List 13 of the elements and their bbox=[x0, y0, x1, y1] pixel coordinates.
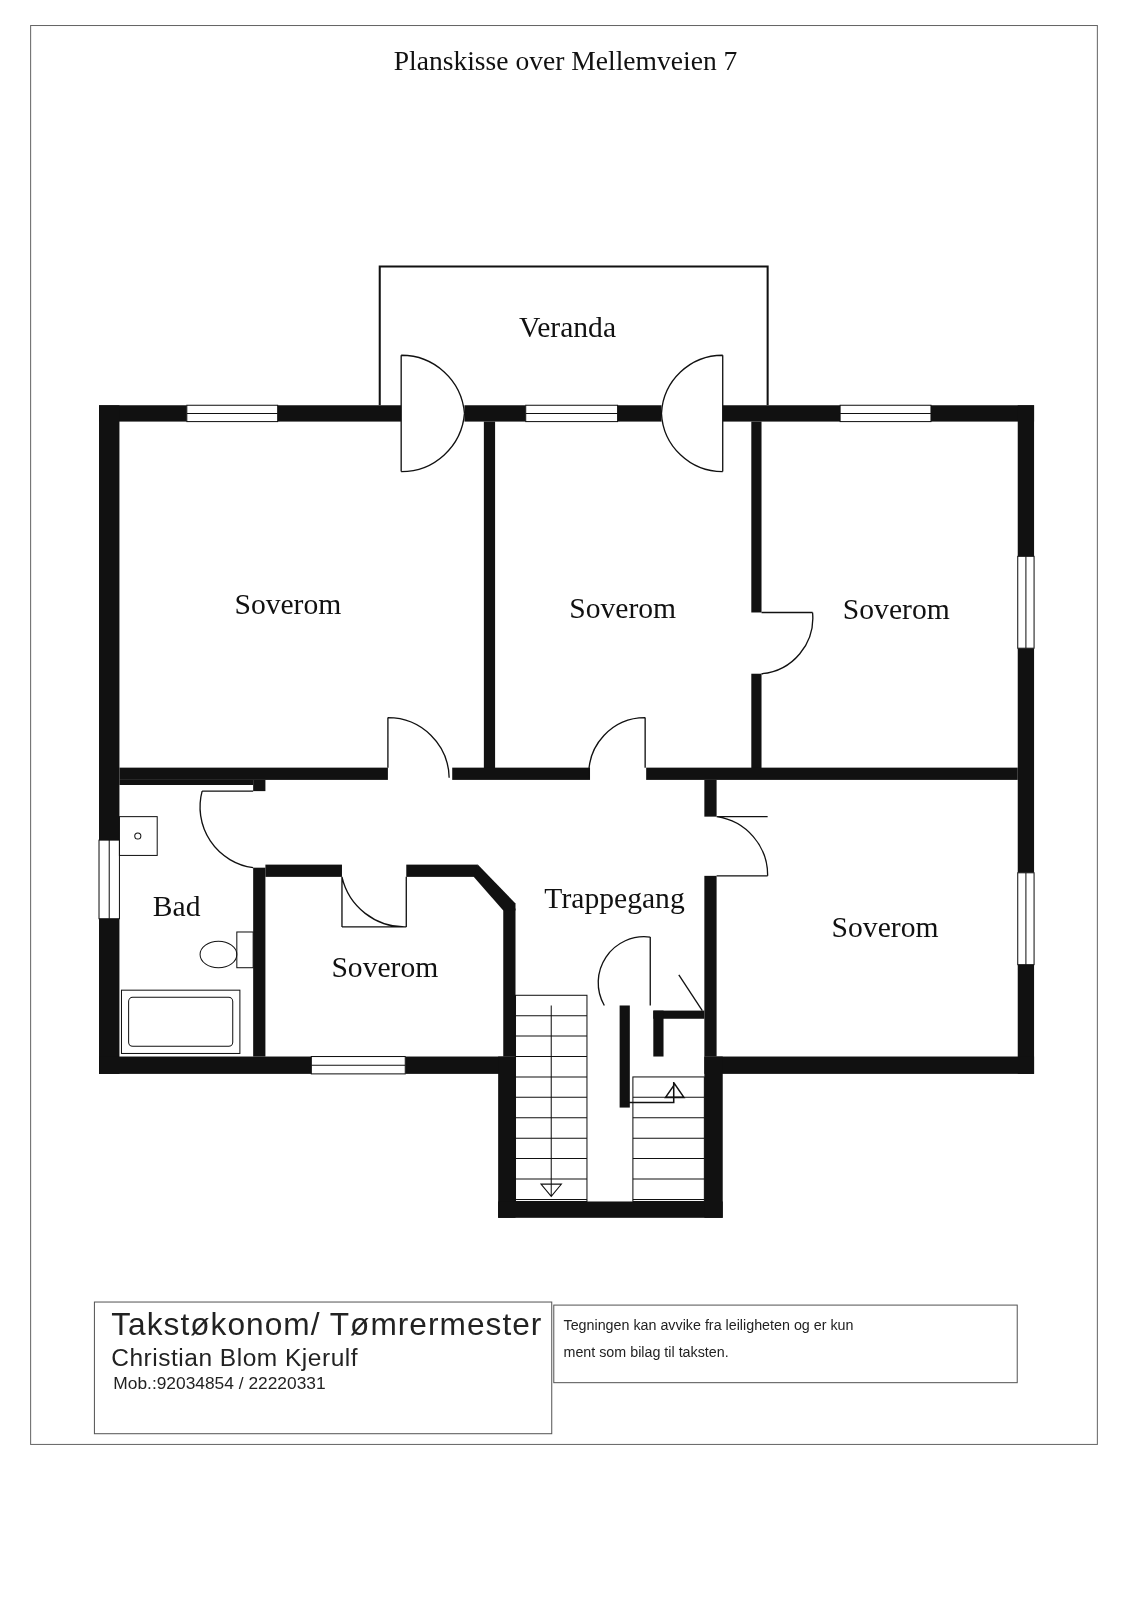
room-label: Soverom bbox=[569, 591, 677, 626]
person-name: Christian Blom Kjerulf bbox=[111, 1343, 359, 1372]
profession-text: Takstøkonom/ Tømrermester bbox=[111, 1306, 543, 1344]
phone-numbers: Mob.:92034854 / 22220331 bbox=[113, 1374, 326, 1395]
room-label: Bad bbox=[152, 889, 201, 924]
room-label: Soverom bbox=[234, 587, 342, 622]
disclaimer-note: Tegningen kan avvike fra leiligheten og er kun ment som bilag til taksten. bbox=[563, 1315, 855, 1362]
room-label: Soverom bbox=[331, 950, 439, 985]
room-label: Soverom bbox=[831, 910, 939, 944]
room-label: Trappegang bbox=[544, 881, 685, 916]
drawing-title: Planskisse over Mellemveien 7 bbox=[393, 45, 738, 78]
room-label: Veranda bbox=[519, 310, 617, 345]
room-label: Soverom bbox=[842, 592, 950, 627]
